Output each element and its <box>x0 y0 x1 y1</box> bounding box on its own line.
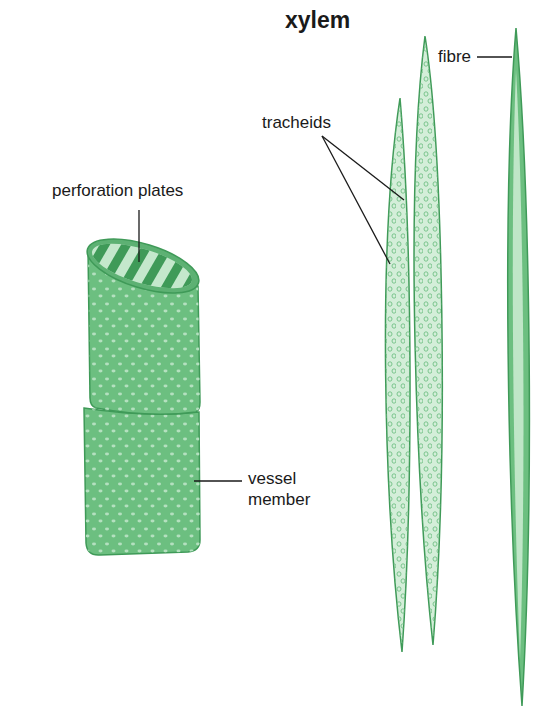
part-label: tracheids <box>262 112 331 133</box>
part-label: perforation plates <box>52 180 183 201</box>
part-label: vessel member <box>248 468 328 510</box>
fibre-cell <box>508 28 530 706</box>
part-label: fibre <box>438 46 471 67</box>
diagram-title: xylem <box>285 6 350 34</box>
vessel-member <box>81 224 209 555</box>
leader-lines <box>139 57 512 481</box>
tracheids <box>385 36 442 652</box>
